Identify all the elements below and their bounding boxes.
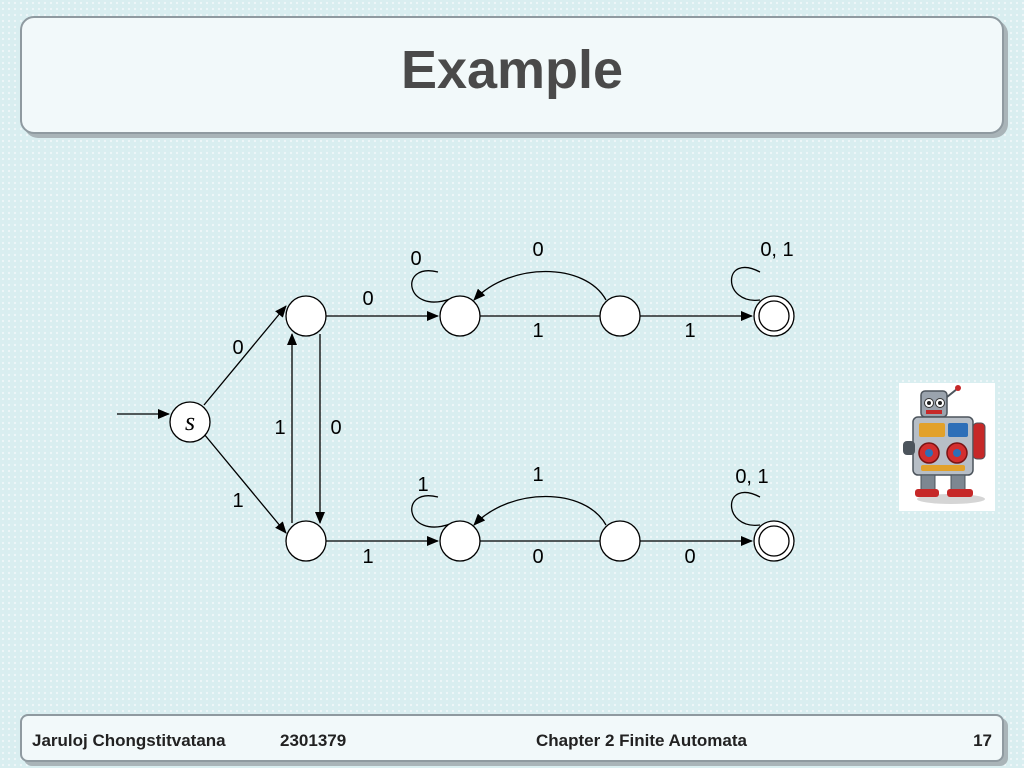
label-s-to-b: 1 xyxy=(232,490,243,512)
footer-course-code: 2301379 xyxy=(280,731,347,750)
slide-title: Example xyxy=(400,40,624,100)
label-d-to-e: 1 xyxy=(684,320,695,342)
state-e-inner-ring xyxy=(758,300,790,332)
state-start xyxy=(169,401,211,443)
label-f-to-g: 0 xyxy=(532,546,543,568)
robot-clipart xyxy=(899,383,995,511)
edge-d-to-c xyxy=(473,270,607,301)
footer-chapter: Chapter 2 Finite Automata xyxy=(536,731,747,750)
state-h-inner-ring xyxy=(758,525,790,557)
edge-g-to-f xyxy=(473,495,607,526)
state-a xyxy=(285,295,327,337)
title-bar: Example xyxy=(20,16,1004,134)
footer-author: Jaruloj Chongstitvatana xyxy=(32,731,226,750)
state-b xyxy=(285,520,327,562)
start-state-label: s xyxy=(185,407,195,436)
label-f-loop: 1 xyxy=(417,474,428,496)
label-s-to-a: 0 xyxy=(232,337,243,359)
state-d xyxy=(599,295,641,337)
label-b-to-a: 1 xyxy=(274,417,285,439)
state-c xyxy=(439,295,481,337)
footer-bar: Jaruloj Chongstitvatana 2301379 Chapter … xyxy=(20,714,1004,762)
label-a-to-c: 0 xyxy=(362,288,373,310)
label-c-loop: 0 xyxy=(410,248,421,270)
label-d-to-c: 0 xyxy=(532,239,543,261)
loop-h xyxy=(730,491,761,526)
label-g-to-h: 0 xyxy=(684,546,695,568)
loop-e xyxy=(730,266,761,301)
robot-icon xyxy=(903,385,986,504)
state-g xyxy=(599,520,641,562)
edge-s-to-b xyxy=(203,433,287,534)
edge-s-to-a xyxy=(203,305,287,406)
loop-f xyxy=(411,495,451,528)
label-a-to-b: 0 xyxy=(330,417,341,439)
loop-c xyxy=(411,270,451,303)
label-c-to-d: 1 xyxy=(532,320,543,342)
label-h-loop: 0, 1 xyxy=(735,466,768,488)
label-g-to-f: 1 xyxy=(532,464,543,486)
footer-page-number: 17 xyxy=(973,731,992,750)
label-b-to-f: 1 xyxy=(362,546,373,568)
state-f xyxy=(439,520,481,562)
label-e-loop: 0, 1 xyxy=(760,239,793,261)
